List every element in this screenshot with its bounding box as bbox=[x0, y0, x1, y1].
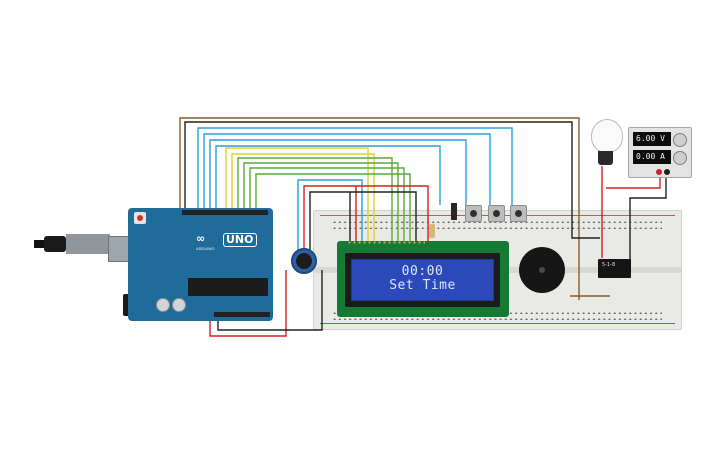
wire-red-bottom[interactable] bbox=[209, 270, 287, 337]
uno-label: UNO bbox=[223, 233, 257, 247]
light-bulb-icon[interactable] bbox=[591, 119, 623, 153]
lcd-line-2: Set Time bbox=[389, 278, 456, 293]
potentiometer-knob[interactable] bbox=[296, 253, 312, 269]
arduino-uno-board[interactable] bbox=[128, 208, 273, 321]
resistor[interactable] bbox=[429, 224, 435, 238]
buzzer-hole bbox=[539, 267, 545, 273]
reset-button[interactable] bbox=[134, 212, 146, 224]
wire-psu-red[interactable] bbox=[606, 176, 661, 189]
lcd-line-1: 00:00 bbox=[401, 264, 444, 279]
wire-blue-2[interactable] bbox=[203, 133, 491, 215]
wire-lcd-gnd[interactable] bbox=[350, 191, 417, 242]
relay-label: 5-1-8 bbox=[602, 262, 616, 268]
wire-blue-1[interactable] bbox=[197, 127, 513, 215]
wire-pot-vcc[interactable] bbox=[303, 185, 357, 252]
wire-green-1[interactable] bbox=[237, 157, 393, 242]
psu-negative-terminal[interactable] bbox=[664, 169, 670, 175]
usb-cable-icon[interactable] bbox=[34, 234, 110, 254]
wire-blue-3[interactable] bbox=[209, 139, 467, 215]
light-bulb-base bbox=[598, 151, 613, 165]
breadboard-rail-bottom bbox=[320, 323, 675, 324]
psu-current-knob[interactable] bbox=[673, 151, 687, 165]
arduino-logo: ∞ bbox=[196, 232, 205, 245]
push-button-2[interactable] bbox=[488, 205, 505, 222]
psu-voltage-knob[interactable] bbox=[673, 133, 687, 147]
push-button-1[interactable] bbox=[465, 205, 482, 222]
wire-lcd-vcc[interactable] bbox=[356, 185, 429, 242]
capacitor-2 bbox=[172, 298, 186, 312]
relay[interactable] bbox=[598, 259, 631, 278]
digital-header bbox=[182, 210, 268, 215]
wire-yellow-1[interactable] bbox=[225, 147, 369, 242]
wire-green-4[interactable] bbox=[255, 173, 411, 242]
analog-header bbox=[214, 312, 270, 317]
wire-pot-gnd[interactable] bbox=[309, 191, 351, 252]
wire-black-bottom[interactable] bbox=[217, 270, 323, 331]
wire-pot-signal[interactable] bbox=[297, 179, 363, 252]
lcd-screen: 00:00 Set Time bbox=[351, 259, 494, 301]
capacitor-1 bbox=[156, 298, 170, 312]
wire-blue-4[interactable] bbox=[215, 145, 441, 215]
psu-positive-terminal[interactable] bbox=[656, 169, 662, 175]
lcd-pins bbox=[347, 241, 425, 244]
psu-voltage-display: 6.00 V bbox=[633, 132, 671, 146]
microcontroller-chip bbox=[188, 278, 268, 296]
breadboard-holes-bottom-2 bbox=[332, 317, 662, 320]
push-button-3[interactable] bbox=[510, 205, 527, 222]
breadboard-holes-top-2 bbox=[332, 226, 662, 229]
wire-psu-black[interactable] bbox=[629, 176, 667, 278]
arduino-brand-text: ARDUINO bbox=[196, 246, 215, 251]
diode[interactable] bbox=[451, 203, 457, 220]
wire-yellow-2[interactable] bbox=[231, 153, 375, 242]
wire-green-2[interactable] bbox=[243, 162, 399, 242]
wire-green-3[interactable] bbox=[249, 167, 405, 242]
psu-current-display: 0.00 A bbox=[633, 150, 671, 164]
wire-black-outer[interactable] bbox=[184, 121, 600, 239]
